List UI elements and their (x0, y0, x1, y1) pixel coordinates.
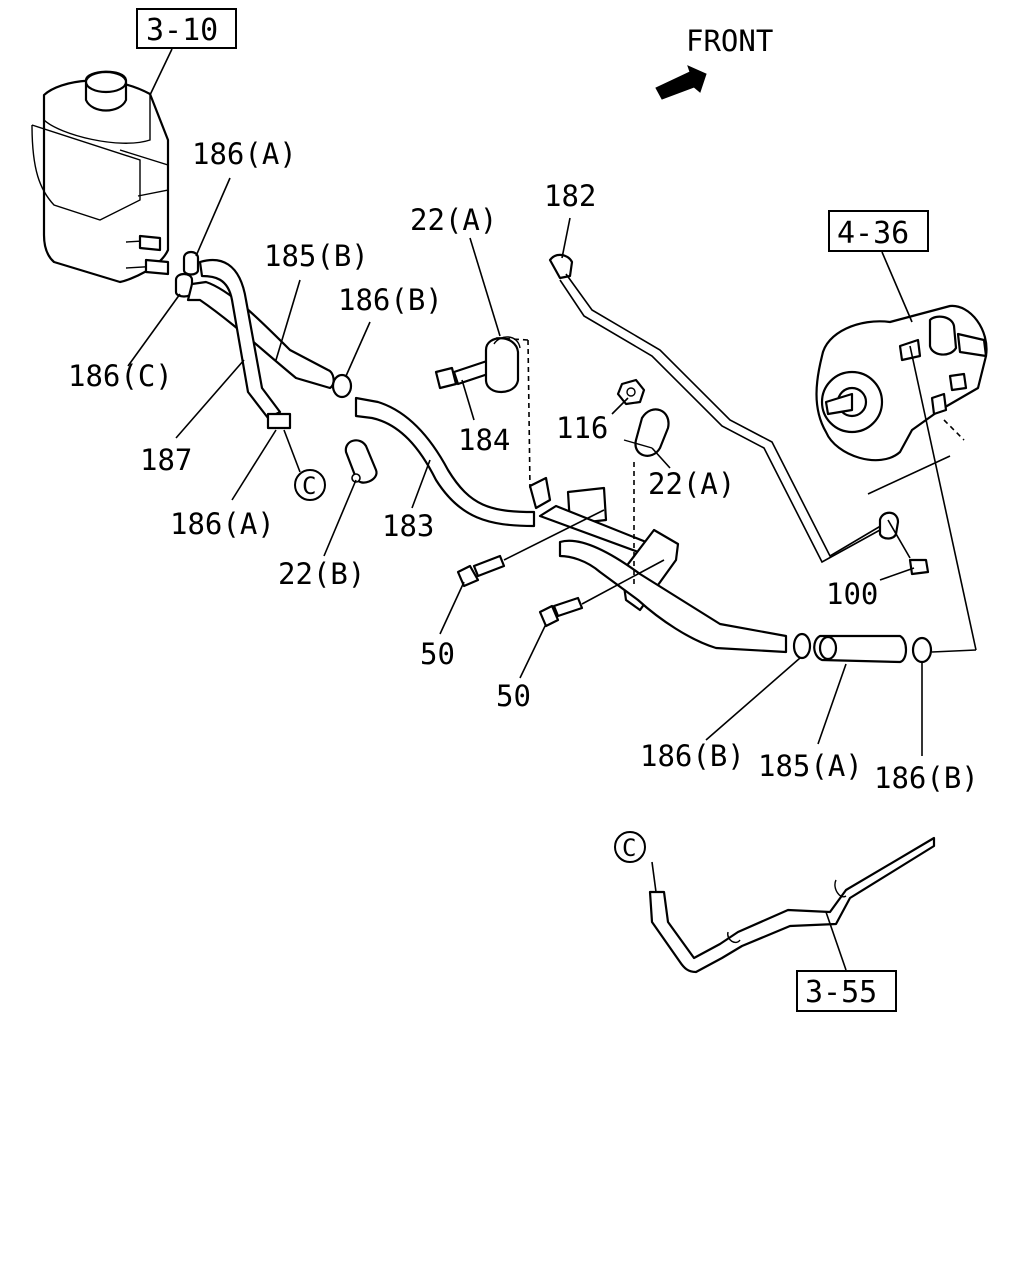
label-185b: 185(B) (264, 239, 369, 273)
bolt-184[interactable] (434, 358, 496, 390)
label-22b: 22(B) (278, 557, 365, 591)
leader-lines (127, 48, 977, 971)
label-187: 187 (140, 443, 192, 477)
label-182: 182 (544, 179, 596, 213)
connector-marker-bottom: C (614, 831, 646, 863)
label-184: 184 (458, 423, 510, 457)
return-line[interactable] (648, 836, 936, 974)
reservoir-tank (31, 70, 170, 284)
label-100: 100 (826, 577, 878, 611)
ref-box-return-line-label: 3-55 (805, 975, 877, 1010)
connector-marker-top-letter: C (302, 472, 316, 500)
front-arrow-icon (655, 65, 707, 100)
clamp-186b-bottom-left[interactable] (792, 632, 812, 660)
label-186b-bottom-left: 186(B) (640, 739, 745, 773)
ref-box-return-line[interactable]: 3-55 (796, 970, 897, 1012)
ref-box-reservoir[interactable]: 3-10 (136, 8, 237, 49)
label-186c: 186(C) (68, 359, 173, 393)
ref-box-pump-label: 4-36 (837, 216, 909, 251)
label-22a-top: 22(A) (410, 203, 497, 237)
connector-marker-bottom-letter: C (622, 834, 636, 862)
clamp-186a-top[interactable] (182, 250, 200, 276)
connector-marker-top: C (294, 469, 326, 501)
label-186b-bottom-right: 186(B) (874, 761, 979, 795)
label-50-left: 50 (420, 637, 455, 671)
bolt-50-left[interactable] (456, 554, 506, 588)
label-116: 116 (556, 411, 608, 445)
bracket-assembly[interactable] (528, 476, 788, 654)
label-186b-mid: 186(B) (338, 283, 443, 317)
front-label: FRONT (686, 24, 773, 58)
pump (815, 304, 988, 462)
clamp-22a-top[interactable] (484, 336, 521, 394)
pipe-182[interactable] (548, 253, 885, 564)
clamp-22b[interactable] (344, 439, 378, 484)
label-186a-top: 186(A) (192, 137, 297, 171)
label-50-right: 50 (496, 679, 531, 713)
bolt-50-right[interactable] (538, 596, 584, 628)
clamp-186b-bottom-right[interactable] (911, 636, 933, 664)
label-186a-bottom: 186(A) (170, 507, 275, 541)
label-183: 183 (382, 509, 434, 543)
hose-185a[interactable] (813, 634, 908, 664)
clamp-22a-right[interactable] (623, 408, 670, 457)
label-185a: 185(A) (758, 749, 863, 783)
clamp-186a-bottom[interactable] (266, 412, 292, 430)
ref-box-pump[interactable]: 4-36 (828, 210, 929, 252)
nut-116[interactable] (616, 378, 646, 406)
pipe-183[interactable] (354, 396, 536, 528)
clamp-186b-mid[interactable] (331, 373, 353, 399)
ref-box-reservoir-label: 3-10 (146, 13, 218, 48)
clip-100[interactable] (878, 511, 930, 576)
label-22a-right: 22(A) (648, 467, 735, 501)
hose-185b[interactable] (186, 280, 335, 390)
